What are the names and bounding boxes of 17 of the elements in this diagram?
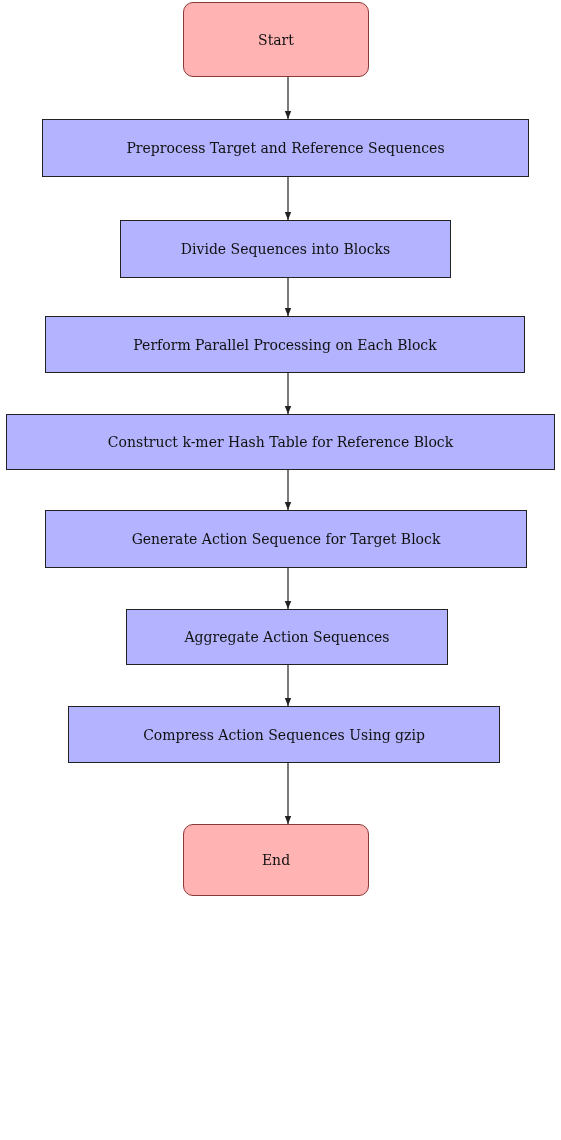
arrow	[284, 176, 292, 221]
process-box: Compress Action Sequences Using gzip	[68, 706, 500, 763]
arrow	[284, 277, 292, 317]
arrow	[284, 567, 292, 610]
process-box: Generate Action Sequence for Target Block	[45, 510, 527, 568]
terminal-box: End	[183, 824, 369, 896]
arrow	[284, 664, 292, 707]
process-box: Perform Parallel Processing on Each Block	[45, 316, 525, 373]
terminal-box: Start	[183, 2, 369, 77]
arrow	[284, 762, 292, 825]
process-box: Construct k-mer Hash Table for Reference Block	[6, 414, 555, 470]
process-box: Aggregate Action Sequences	[126, 609, 448, 665]
arrow	[284, 469, 292, 511]
arrow	[284, 76, 292, 120]
process-box: Divide Sequences into Blocks	[120, 220, 451, 278]
arrow	[284, 372, 292, 415]
process-box: Preprocess Target and Reference Sequences	[42, 119, 529, 177]
